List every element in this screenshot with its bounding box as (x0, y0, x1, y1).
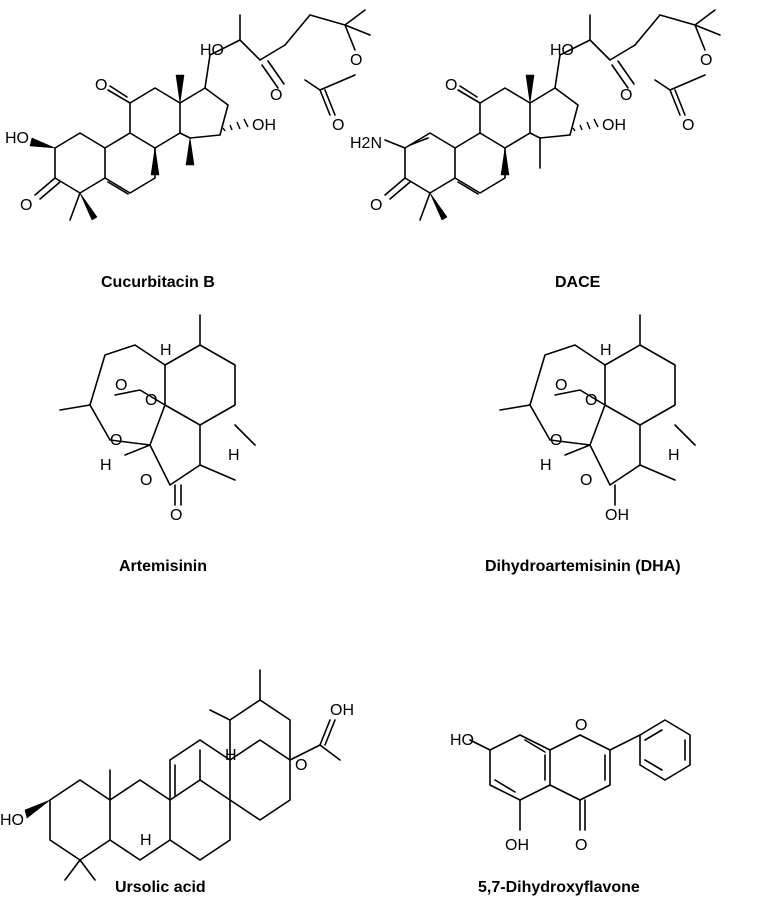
art-h-left: H (100, 457, 112, 474)
flav-o-ring: O (575, 717, 587, 734)
cucurbitacin-b-structure: HO O O O O O HO OH (5, 9, 371, 221)
ua-h-mid: H (140, 832, 152, 849)
art-o-ring2: O (140, 472, 152, 489)
dha-h-left: H (540, 457, 552, 474)
cucb-oh-ring: OH (252, 117, 276, 134)
cucb-ester-o1: O (350, 52, 362, 69)
ua-oh: OH (330, 702, 354, 719)
dace-ketone-c11: O (445, 77, 457, 94)
dace-ho-side: HO (550, 42, 574, 59)
dha-structure: H H H O O O O OH (499, 314, 696, 524)
dace-structure: HO O O O O O H2N OH (350, 9, 721, 221)
dace-ketone-c3: O (370, 197, 382, 214)
cucb-ketone-side: O (270, 87, 282, 104)
ursolic-acid-structure: OH HO H H O (0, 669, 354, 881)
cucb-ho-ring: HO (5, 130, 29, 147)
art-h-top: H (160, 342, 172, 359)
cucb-ketone-c11: O (95, 77, 107, 94)
cucb-ketone-c3: O (20, 197, 32, 214)
dace-ester-o2: O (682, 117, 694, 134)
caption-artemisinin: Artemisinin (119, 558, 207, 575)
dha-h-top: H (600, 342, 612, 359)
dha-oh: OH (605, 507, 629, 524)
dace-ketone-side: O (620, 87, 632, 104)
cucb-ester-o2: O (332, 117, 344, 134)
caption-dha: Dihydroartemisinin (DHA) (485, 558, 681, 575)
ua-h-top: H (225, 747, 237, 764)
ua-o-carbonyl: O (295, 757, 307, 774)
dihydroxyflavone-structure: HO OH O O (450, 717, 691, 854)
ua-ho: HO (0, 812, 24, 829)
dace-nh2: H2N (350, 135, 382, 152)
artemisinin-structure: H H H O O O O O (59, 314, 256, 524)
art-o-perox1: O (115, 377, 127, 394)
caption-dace: DACE (555, 274, 601, 291)
cucb-ho-side: HO (200, 42, 224, 59)
flav-o-carbonyl: O (575, 837, 587, 854)
dha-o-ring1: O (550, 432, 562, 449)
caption-ursolic-acid: Ursolic acid (115, 879, 206, 896)
dha-o-perox2: O (585, 392, 597, 409)
art-o-carbonyl: O (170, 507, 182, 524)
flav-ho: HO (450, 732, 474, 749)
caption-cucurbitacin-b: Cucurbitacin B (101, 274, 215, 291)
dace-oh-ring: OH (602, 117, 626, 134)
art-o-perox2: O (145, 392, 157, 409)
dha-h-right: H (668, 447, 680, 464)
flav-oh: OH (505, 837, 529, 854)
dha-o-ring2: O (580, 472, 592, 489)
caption-dihydroxyflavone: 5,7-Dihydroxyflavone (478, 879, 640, 896)
dace-ester-o1: O (700, 52, 712, 69)
dha-o-perox1: O (555, 377, 567, 394)
art-h-right: H (228, 447, 240, 464)
art-o-ring1: O (110, 432, 122, 449)
